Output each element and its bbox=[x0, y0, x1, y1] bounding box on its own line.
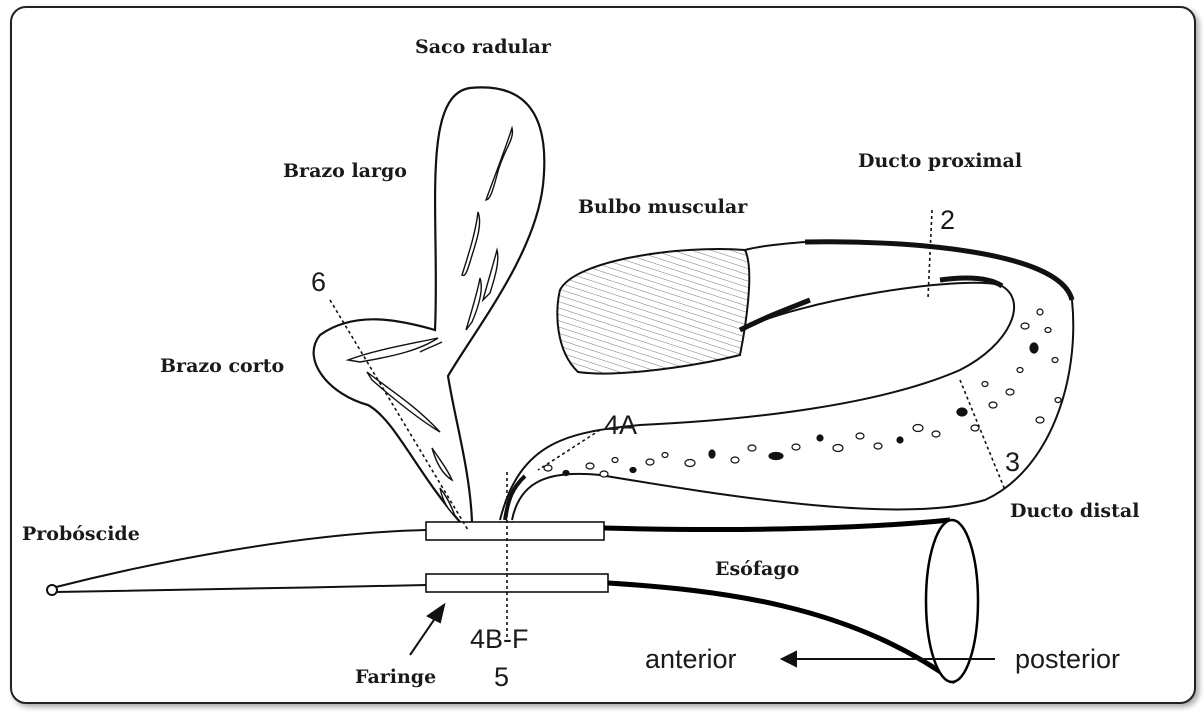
label-esofago: Esófago bbox=[715, 558, 799, 580]
label-brazo-largo: Brazo largo bbox=[283, 160, 407, 182]
radular-teeth bbox=[348, 128, 512, 516]
label-saco-radular: Saco radular bbox=[415, 36, 551, 58]
label-ducto-proximal: Ducto proximal bbox=[858, 150, 1022, 172]
section-6: 6 bbox=[311, 267, 326, 298]
label-brazo-corto: Brazo corto bbox=[160, 355, 284, 377]
section-2: 2 bbox=[940, 205, 955, 236]
label-anterior: anterior bbox=[645, 644, 737, 675]
label-ducto-distal: Ducto distal bbox=[1010, 500, 1139, 522]
faringe-arrow bbox=[410, 605, 444, 655]
muscular-bulb bbox=[557, 249, 749, 373]
label-faringe: Faringe bbox=[355, 666, 436, 688]
label-posterior: posterior bbox=[1015, 644, 1120, 675]
pharynx bbox=[426, 522, 608, 592]
label-proboscide: Probóscide bbox=[22, 523, 140, 545]
section-4a: 4A bbox=[604, 410, 637, 441]
radular-sac bbox=[314, 87, 545, 522]
section-5: 5 bbox=[494, 662, 509, 693]
section-3: 3 bbox=[1005, 447, 1020, 478]
label-bulbo-muscular: Bulbo muscular bbox=[578, 196, 747, 218]
section-4bf: 4B-F bbox=[470, 624, 529, 655]
